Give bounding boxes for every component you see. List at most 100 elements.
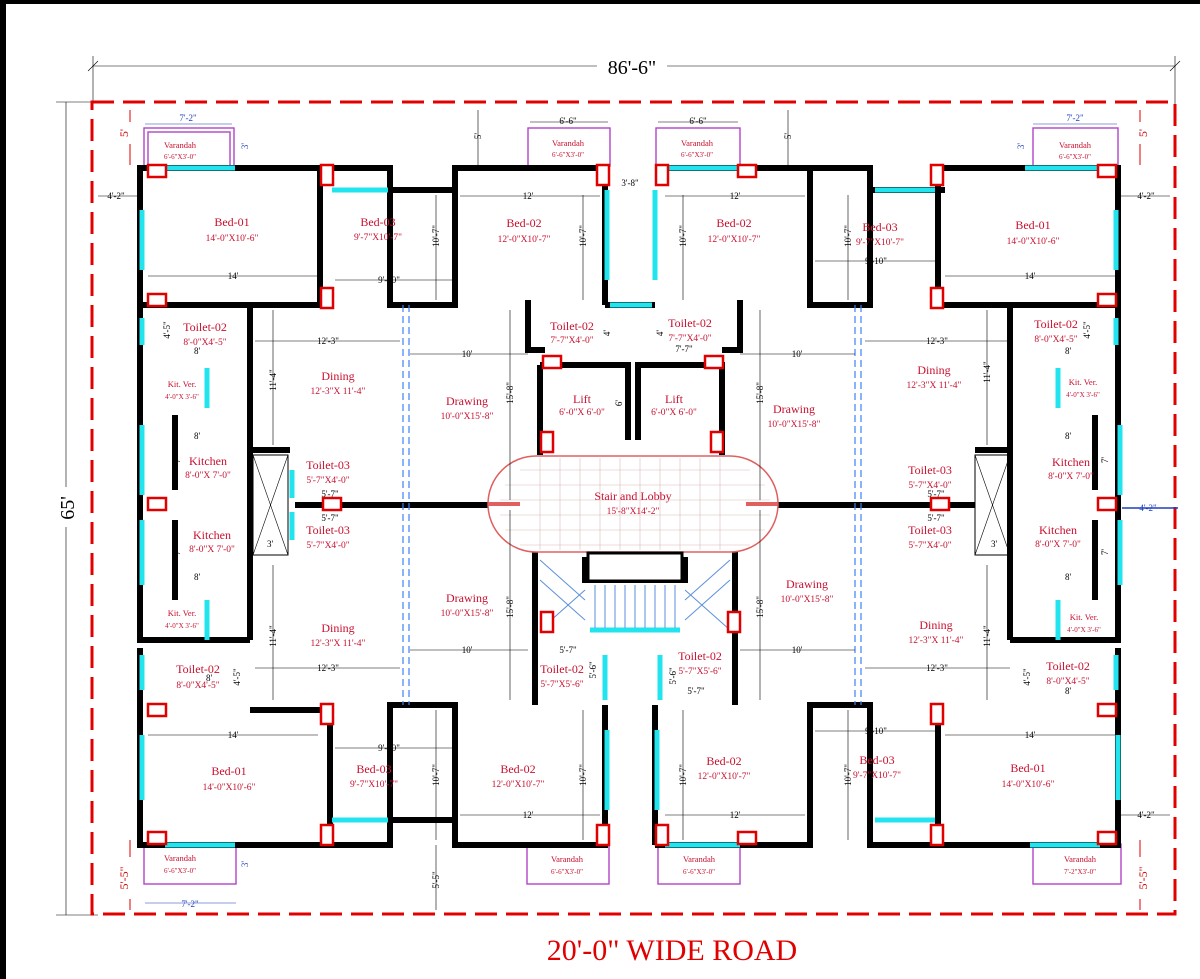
room-drawing-bl-name: Drawing bbox=[446, 591, 488, 605]
varandah-tc2-name: Varandah bbox=[681, 138, 714, 148]
dim-kitchen-br-depth: 7' bbox=[1100, 549, 1110, 556]
room-kitchen-tr-size: 8'-0"X 7'-0" bbox=[1048, 472, 1094, 482]
room-bed02-br-name: Bed-02 bbox=[706, 754, 741, 768]
room-labels: Bed-01 14'-0"X10'-6" Bed-03 9'-7"X10'-7"… bbox=[165, 215, 1101, 793]
room-kitchen-bl-name: Kitchen bbox=[193, 528, 231, 542]
varandah-tr bbox=[1032, 127, 1119, 167]
dim-toilet03-br-width: 5'-7" bbox=[927, 513, 945, 523]
dim-bed01-tl-width: 14' bbox=[228, 271, 239, 281]
dim-bed02-br-width: 12' bbox=[730, 810, 741, 820]
varandah-tc1-name: Varandah bbox=[552, 138, 585, 148]
dim-bed02-bl-depth: 10'-7" bbox=[578, 764, 588, 786]
room-drawing-tl-name: Drawing bbox=[446, 394, 488, 408]
room-dining-tr-name: Dining bbox=[917, 363, 950, 377]
dim-kitchen-bl-width: 8' bbox=[194, 572, 201, 582]
room-drawing-tr-size: 10'-0"X15'-8" bbox=[768, 420, 821, 430]
dim-tl-varandah-depth: 3' bbox=[240, 143, 250, 150]
room-bed01-bl-name: Bed-01 bbox=[211, 764, 246, 778]
dim-kitchen-tl-depth: 7' bbox=[172, 457, 182, 464]
room-toilet02-c3-size: 5'-7"X5'-6" bbox=[540, 680, 583, 690]
dim-bed01-bl-width: 14' bbox=[228, 730, 239, 740]
varandah-bl bbox=[143, 843, 237, 885]
room-bed02-tl-name: Bed-02 bbox=[506, 216, 541, 230]
room-toilet02-r1-name: Toilet-02 bbox=[1034, 317, 1078, 331]
dim-top-setback-right: 5' bbox=[783, 133, 793, 140]
dim-right-setback-top: 4'-2" bbox=[1137, 191, 1155, 201]
room-stair-size: 15'-8"X14'-2" bbox=[607, 507, 660, 517]
varandah-bc1-size: 6'-6"X3'-0" bbox=[551, 868, 583, 876]
setback-top-right: 5' bbox=[1136, 129, 1150, 137]
varandah-tl-name: Varandah bbox=[164, 140, 197, 150]
dim-drawing-tr-width: 10' bbox=[792, 349, 803, 359]
dim-kitchen-bl-depth: 7' bbox=[172, 549, 182, 556]
varandah-bc1-name: Varandah bbox=[551, 854, 584, 864]
column-layer bbox=[146, 163, 1118, 847]
dim-drawing-br-depth: 15'-8" bbox=[755, 596, 765, 618]
dim-tc1-varandah-width: 6'-6" bbox=[559, 116, 577, 126]
varandah-tc2 bbox=[655, 127, 741, 167]
dim-bed02-br-depth: 10'-7" bbox=[678, 764, 688, 786]
room-kitver-tr-size: 4'-0"X 3'-6" bbox=[1066, 391, 1100, 399]
dim-bed03-tl-width: 9'-10" bbox=[378, 275, 400, 285]
room-toilet02-c1-size: 7'-7"X4'-0" bbox=[550, 336, 593, 346]
room-toilet03-tr-name: Toilet-03 bbox=[908, 463, 952, 477]
room-dining-bl-size: 12'-3"X 11'-4" bbox=[311, 639, 366, 649]
room-kitchen-tl-size: 8'-0"X 7'-0" bbox=[185, 471, 231, 481]
dim-duct-tl: 3' bbox=[267, 539, 274, 549]
room-toilet02-c4-size: 5'-7"X5'-6" bbox=[678, 667, 721, 677]
room-drawing-br-name: Drawing bbox=[786, 577, 828, 591]
dim-bed03-br-depth: 10'-7" bbox=[843, 764, 853, 786]
room-kitver-br-size: 4'-0"X 3'-6" bbox=[1067, 626, 1101, 634]
dim-toilet-bl-depth: 4'-5" bbox=[232, 668, 242, 686]
varandah-bl-name: Varandah bbox=[164, 853, 197, 863]
dim-tc2-varandah-width: 6'-6" bbox=[689, 116, 707, 126]
room-bed02-tr-name: Bed-02 bbox=[716, 216, 751, 230]
dim-bed03-bl-width: 9'-10" bbox=[378, 743, 400, 753]
dim-bed02-bl-width: 12' bbox=[523, 810, 534, 820]
room-dining-tl-name: Dining bbox=[321, 369, 354, 383]
varandah-bc2-size: 6'-6"X3'-0" bbox=[683, 868, 715, 876]
dim-toilet-bl-width: 8' bbox=[206, 673, 213, 683]
setback-top-left: 5' bbox=[117, 129, 131, 137]
room-kitver-br-name: Kit. Ver. bbox=[1070, 612, 1098, 622]
room-bed03-tr-name: Bed-03 bbox=[862, 220, 897, 234]
varandah-labels: Varandah 6'-6"X3'-0" Varandah 6'-6"X3'-0… bbox=[164, 138, 1097, 876]
room-toilet03-tr-size: 5'-7"X4'-0" bbox=[908, 481, 951, 491]
dim-bed03-tr-width: 9'-10" bbox=[865, 256, 887, 266]
room-kitver-bl-size: 4'-0"X 3'-6" bbox=[165, 622, 199, 630]
dim-kitchen-br-width: 8' bbox=[1065, 572, 1072, 582]
dim-drawing-tr-depth: 15'-8" bbox=[755, 382, 765, 404]
dim-bed03-br-width: 9'-10" bbox=[865, 726, 887, 736]
room-toilet03-tl-size: 5'-7"X4'-0" bbox=[306, 476, 349, 486]
dim-bed03-bl-depth: 10'-7" bbox=[431, 764, 441, 786]
overall-depth-dimension: 65' bbox=[55, 101, 98, 916]
room-toilet03-tl-name: Toilet-03 bbox=[306, 458, 350, 472]
room-drawing-bl-size: 10'-0"X15'-8" bbox=[441, 609, 494, 619]
room-dining-tl-size: 12'-3"X 11'-4" bbox=[311, 387, 366, 397]
dim-toilet03-bl-width: 5'-7" bbox=[321, 513, 339, 523]
window-layer bbox=[139, 165, 1123, 848]
dim-bottom-setback: 5'-5" bbox=[431, 871, 441, 889]
room-kitver-tr-name: Kit. Ver. bbox=[1069, 377, 1097, 387]
varandah-tr-name: Varandah bbox=[1059, 140, 1092, 150]
dim-kitchen-tl-width: 8' bbox=[194, 431, 201, 441]
interior-dimension-lines bbox=[98, 110, 1178, 910]
room-toilet02-c2-name: Toilet-02 bbox=[668, 316, 712, 330]
room-toilet02-r2-name: Toilet-02 bbox=[1046, 659, 1090, 673]
road-label: 20'-0" WIDE ROAD bbox=[547, 934, 797, 967]
dim-drawing-bl-width: 10' bbox=[462, 645, 473, 655]
room-toilet02-c2-size: 7'-7"X4'-0" bbox=[668, 334, 711, 344]
room-bed01-br-size: 14'-0"X10'-6" bbox=[1002, 780, 1055, 790]
room-toilet02-r2-size: 8'-0"X4'-5" bbox=[1046, 677, 1089, 687]
dimension-labels: 7'-2" 7'-2" 7'-2" 4'-2" 3' 3' 3' 6'-6" 6… bbox=[107, 113, 1157, 909]
varandah-br-name: Varandah bbox=[1064, 854, 1097, 864]
room-kitchen-bl-size: 8'-0"X 7'-0" bbox=[189, 545, 235, 555]
room-bed02-br-size: 12'-0"X10'-7" bbox=[698, 772, 751, 782]
varandah-tl-size: 6'-6"X3'-0" bbox=[164, 153, 196, 161]
dim-duct-tr: 3' bbox=[991, 539, 998, 549]
stair-lobby bbox=[487, 455, 779, 631]
room-bed03-bl-name: Bed-03 bbox=[356, 762, 391, 776]
dim-dining-tl-width: 12'-3" bbox=[317, 336, 339, 346]
